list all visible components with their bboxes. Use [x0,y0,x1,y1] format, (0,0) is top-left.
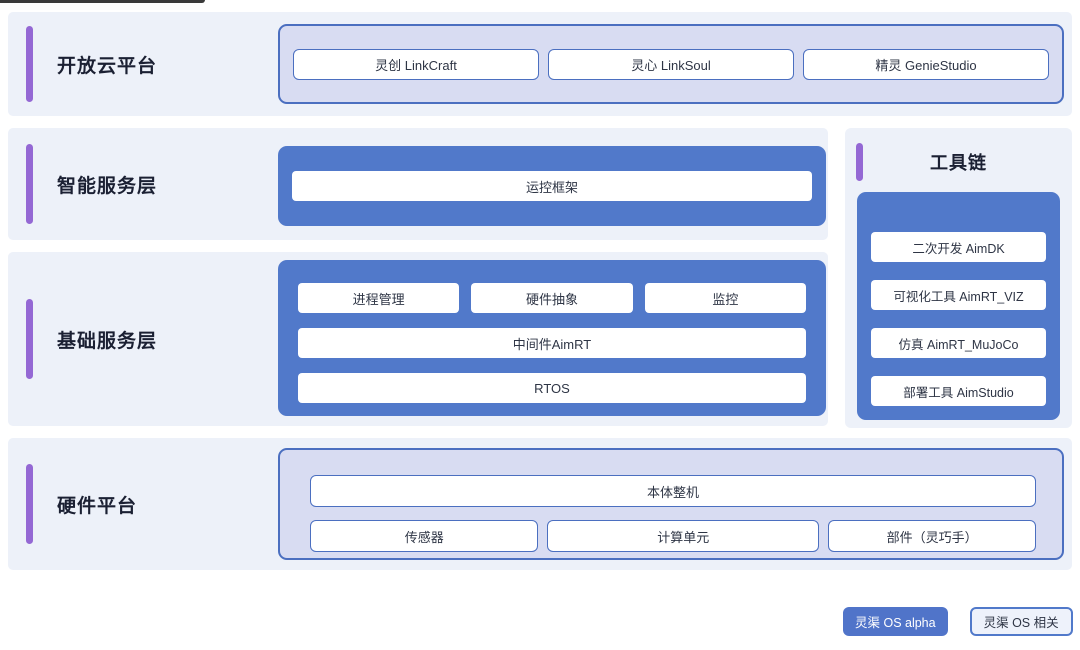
hardware-label-group: 硬件平台 [26,438,137,570]
module-box-linkcraft: 灵创 LinkCraft [293,48,539,80]
module-box-monitoring: 监控 [644,283,806,313]
base-top-row: 进程管理 硬件抽象 监控 [298,283,806,313]
accent-bar [26,144,33,224]
layer-panel-cloud: 开放云平台 灵创 LinkCraft 灵心 LinkSoul 精灵 GenieS… [8,12,1072,116]
top-edge-sliver [0,0,205,3]
legend-button-lingqu-os-related[interactable]: 灵渠 OS 相关 [969,607,1073,636]
toolchain-panel: 工具链 二次开发 AimDK 可视化工具 AimRT_VIZ 仿真 AimRT_… [845,128,1072,428]
layer-label-intelligent: 智能服务层 [57,175,158,197]
cloud-label-group: 开放云平台 [26,12,157,116]
hardware-container: 本体整机 传感器 计算单元 部件（灵巧手） [278,448,1064,560]
toolchain-box-aimrt-mujoco: 仿真 AimRT_MuJoCo [871,328,1046,358]
accent-bar [26,299,33,379]
accent-bar [856,143,863,181]
legend-button-lingqu-os-alpha[interactable]: 灵渠 OS alpha [843,607,948,636]
accent-bar [26,26,33,102]
toolchain-container: 二次开发 AimDK 可视化工具 AimRT_VIZ 仿真 AimRT_MuJo… [857,192,1060,420]
module-box-hardware-abstraction: 硬件抽象 [471,283,633,313]
module-box-components-dexterous-hand: 部件（灵巧手） [828,520,1036,552]
module-box-computing-unit: 计算单元 [547,520,820,552]
base-container: 进程管理 硬件抽象 监控 中间件AimRT RTOS [278,260,826,416]
module-box-motion-control-framework: 运控框架 [292,171,812,201]
module-box-middleware-aimrt: 中间件AimRT [298,328,806,358]
cloud-container: 灵创 LinkCraft 灵心 LinkSoul 精灵 GenieStudio [278,24,1064,104]
module-box-process-management: 进程管理 [298,283,460,313]
module-box-sensors: 传感器 [310,520,539,552]
intelligent-label-group: 智能服务层 [26,128,157,240]
toolchain-title-group: 工具链 [856,143,1072,181]
layer-label-hardware: 硬件平台 [57,495,138,517]
layer-panel-hardware: 硬件平台 本体整机 传感器 计算单元 部件（灵巧手） [8,438,1072,570]
layer-panel-base: 基础服务层 进程管理 硬件抽象 监控 中间件AimRT RTOS [8,252,828,426]
module-box-geniestudio: 精灵 GenieStudio [803,48,1049,80]
layer-label-cloud: 开放云平台 [57,55,158,77]
toolchain-box-aimrt-viz: 可视化工具 AimRT_VIZ [871,280,1046,310]
layer-panel-intelligent: 智能服务层 运控框架 [8,128,828,240]
toolchain-box-aimdk: 二次开发 AimDK [871,232,1046,262]
accent-bar [26,464,33,544]
module-box-rtos: RTOS [298,373,806,403]
module-box-robot-machine: 本体整机 [310,475,1036,507]
base-label-group: 基础服务层 [26,252,157,426]
toolchain-title: 工具链 [930,153,987,173]
layer-label-base: 基础服务层 [57,330,158,352]
hardware-bottom-row: 传感器 计算单元 部件（灵巧手） [310,520,1036,552]
module-box-linksoul: 灵心 LinkSoul [548,48,794,80]
legend: 灵渠 OS alpha 灵渠 OS 相关 [843,607,1073,636]
toolchain-box-aimstudio: 部署工具 AimStudio [871,376,1046,406]
intelligent-container: 运控框架 [278,146,826,226]
